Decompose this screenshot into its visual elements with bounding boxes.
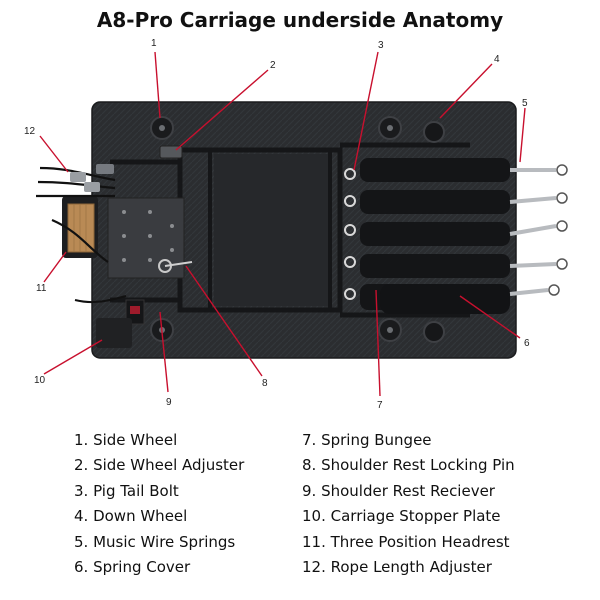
- legend-item: 4. Down Wheel: [74, 507, 188, 526]
- callout-2: 2: [270, 60, 276, 71]
- legend-item: 11. Three Position Headrest: [302, 532, 510, 551]
- legend-item: 9. Shoulder Rest Reciever: [302, 481, 495, 500]
- callout-1: 1: [151, 38, 157, 49]
- callout-10: 10: [34, 375, 46, 386]
- leader-lines: [39, 51, 526, 397]
- carriage-stopper-plate: [96, 318, 132, 348]
- legend-item: 12. Rope Length Adjuster: [302, 558, 492, 577]
- legend-item: 10. Carriage Stopper Plate: [302, 507, 501, 526]
- legend-item: 5. Music Wire Springs: [74, 532, 236, 551]
- callout-4: 4: [494, 54, 500, 65]
- shoulder-rest-plate: [107, 197, 185, 279]
- legend-item: 3. Pig Tail Bolt: [74, 481, 179, 500]
- callout-3: 3: [378, 40, 384, 51]
- shoulder-rest-locking-pin: [158, 259, 193, 273]
- legend-item: 6. Spring Cover: [74, 558, 191, 577]
- cable-bottom: [74, 295, 127, 304]
- callout-6: 6: [524, 338, 530, 349]
- callout-8: 8: [262, 378, 268, 389]
- callout-7: 7: [377, 400, 383, 411]
- rope-adjuster-clips: [70, 164, 114, 192]
- callout-11: 11: [36, 283, 47, 294]
- spring-cover: [380, 284, 510, 314]
- legend-item: 7. Spring Bungee: [302, 431, 432, 449]
- music-wire-springs: [509, 168, 557, 296]
- carriage-frame: [110, 142, 470, 318]
- diagram-title: A8-Pro Carriage underside Anatomy: [96, 8, 504, 32]
- legend-item: 2. Side Wheel Adjuster: [74, 456, 245, 475]
- legend-item: 1. Side Wheel: [74, 431, 178, 449]
- callout-9: 9: [166, 397, 172, 408]
- three-position-headrest: [62, 196, 98, 258]
- legend-right: 7. Spring Bungee 8. Shoulder Rest Lockin…: [302, 428, 582, 580]
- legend-item: 8. Shoulder Rest Locking Pin: [302, 456, 515, 475]
- down-wheels: [423, 121, 445, 343]
- callout-12: 12: [24, 126, 36, 137]
- carriage-diagram: 1 2 3 4 5 6 7 8 9 10 11 12: [24, 38, 568, 411]
- legend-left: 1. Side Wheel 2. Side Wheel Adjuster 3. …: [74, 428, 354, 580]
- pig-tail-bolts: [344, 168, 356, 300]
- center-panel: [214, 154, 328, 306]
- callout-5: 5: [522, 98, 528, 109]
